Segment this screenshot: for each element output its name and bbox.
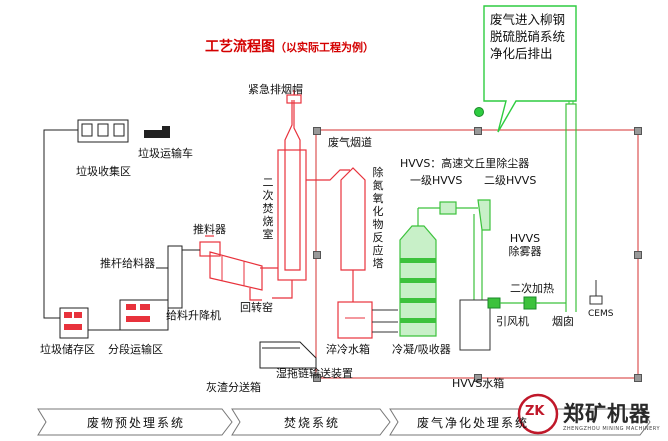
label-hvvs-stage1: 一级HVVS xyxy=(410,174,463,187)
label-quench-tank: 淬冷水箱 xyxy=(326,343,370,356)
denox-reactor-shape xyxy=(340,167,366,271)
collection-area-shape xyxy=(77,119,129,143)
label-rotary-kiln: 回转窑 xyxy=(240,301,273,314)
label-induced-fan: 引风机 xyxy=(496,315,529,328)
callout-bubble xyxy=(483,5,577,133)
stage-tab-incineration: 焚烧系统 xyxy=(283,415,340,430)
frame-handle-mr[interactable] xyxy=(634,251,642,259)
hvvs-tank-shape xyxy=(459,299,491,351)
rotate-handle[interactable] xyxy=(474,107,484,117)
heater-shape xyxy=(523,296,537,310)
secondary-chamber-shape xyxy=(277,149,307,281)
stage-tab-1-shape xyxy=(37,408,233,436)
logo-mark-circle xyxy=(517,393,559,435)
storage-red-3 xyxy=(64,324,82,330)
label-storage-area: 垃圾储存区 xyxy=(40,343,95,356)
hvvs-1-shape xyxy=(439,201,457,215)
frame-handle-bl[interactable] xyxy=(313,374,321,382)
label-emergency-cap: 紧急排烟帽 xyxy=(248,83,303,96)
cems-shape xyxy=(589,295,603,305)
truck-body xyxy=(144,130,162,138)
collection-icon-3 xyxy=(113,123,125,137)
segment-red-3 xyxy=(126,316,150,322)
collection-icon-2 xyxy=(97,123,109,137)
label-denox-reactor: 除氮氧化物反应塔 xyxy=(372,166,384,270)
stage-tab-2-shape xyxy=(231,408,391,436)
frame-handle-tl[interactable] xyxy=(313,127,321,135)
label-condenser: 冷凝/吸收器 xyxy=(392,343,451,356)
label-wet-conveyor: 湿拖链输送装置 xyxy=(276,367,353,380)
stage-tab-gas-treatment: 废气净化处理系统 xyxy=(416,415,529,430)
quench-tank-shape xyxy=(337,301,373,339)
label-hvvs-stage2: 二级HVVS xyxy=(484,174,537,187)
label-secondary-chamber: 二次焚烧室 xyxy=(262,176,274,241)
label-hvvs-tank: HVVS水箱 xyxy=(452,377,505,390)
storage-red-1 xyxy=(64,312,72,318)
condenser-band-1 xyxy=(400,258,436,263)
label-ash-box: 灰渣分送箱 xyxy=(206,381,261,394)
pusher-shape xyxy=(199,241,221,257)
emergency-stack xyxy=(284,100,301,271)
chimney-shape xyxy=(565,103,577,312)
rotary-kiln-shape xyxy=(209,251,263,291)
kiln-drop xyxy=(249,288,262,301)
segment-conveyor-shape xyxy=(119,299,169,331)
segment-red-1 xyxy=(126,304,136,310)
segment-red-2 xyxy=(140,304,150,310)
label-hvvs-title: HVVS：高速文丘里除尘器 xyxy=(400,157,530,170)
frame-handle-ml[interactable] xyxy=(313,251,321,259)
title-sub: （以实际工程为例） xyxy=(275,41,374,54)
frame-handle-tm[interactable] xyxy=(474,127,482,135)
collection-icon-1 xyxy=(81,123,93,137)
condenser-band-3 xyxy=(400,298,436,303)
stage-tab-pretreatment: 废物预处理系统 xyxy=(86,415,185,430)
label-secondary-heating: 二次加热 xyxy=(510,282,554,295)
duct-to-denox xyxy=(306,169,350,181)
hvvs-2-shape xyxy=(477,199,491,231)
label-ram-feeder: 推杆给料器 xyxy=(100,257,155,270)
frame-handle-tr[interactable] xyxy=(634,127,642,135)
title-main: 工艺流程图 xyxy=(205,39,275,55)
label-cems: CEMS xyxy=(588,309,614,319)
storage-red-2 xyxy=(74,312,82,318)
page-title: 工艺流程图（以实际工程为例） xyxy=(205,36,374,56)
frame-handle-br[interactable] xyxy=(634,374,642,382)
wet-conveyor-shape xyxy=(259,341,317,369)
logo-mark-text: ZK xyxy=(525,404,545,419)
logo-subtitle: ZHENGZHOU MINING MACHINERY xyxy=(563,426,661,432)
induced-fan-shape xyxy=(487,297,501,309)
condenser-band-2 xyxy=(400,278,436,283)
storage-area-shape xyxy=(59,307,89,339)
condenser-band-4 xyxy=(400,318,436,323)
label-chimney: 烟囱 xyxy=(552,315,574,328)
logo-name: 郑矿机器 xyxy=(563,402,651,426)
label-pusher: 推料器 xyxy=(193,223,226,236)
lift-shape xyxy=(167,245,183,309)
label-lift: 给料升降机 xyxy=(166,309,221,322)
label-hvvs-demister: HVVS除雾器 xyxy=(508,232,542,258)
truck-cab xyxy=(162,126,170,138)
collection-to-storage-line xyxy=(43,129,78,319)
label-flue-duct: 废气烟道 xyxy=(328,136,372,149)
label-garbage-truck: 垃圾运输车 xyxy=(138,147,193,160)
label-segment-conveyor: 分段运输区 xyxy=(108,343,163,356)
frame-handle-bm[interactable] xyxy=(474,374,482,382)
label-collection-area: 垃圾收集区 xyxy=(76,165,131,178)
callout-text[interactable]: 废气进入柳钢脱硫脱硝系统净化后排出 xyxy=(490,12,566,61)
chamber-outlet xyxy=(272,280,293,299)
